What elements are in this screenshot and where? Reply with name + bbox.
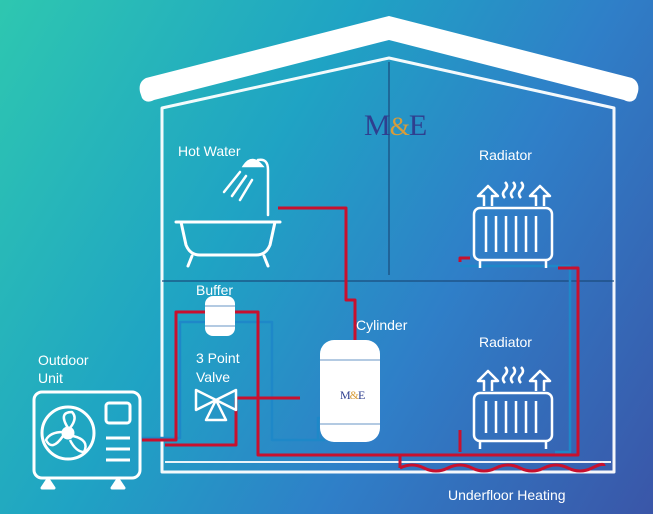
underfloor-heating-label: Underfloor Heating <box>448 487 566 503</box>
house-outline <box>160 56 616 474</box>
radiator-upper-label: Radiator <box>479 147 532 163</box>
cylinder-label: Cylinder <box>356 317 408 333</box>
underfloor-heating-loop <box>399 462 606 473</box>
shower-icon <box>222 158 270 217</box>
three-point-valve-label-line2: Valve <box>196 369 230 385</box>
buffer-label: Buffer <box>196 282 234 298</box>
cylinder-brand-logo: M&E <box>340 388 365 402</box>
radiator-lower-label: Radiator <box>479 334 532 350</box>
bathtub-icon <box>174 220 282 268</box>
brand-logo: M&E <box>364 109 427 142</box>
outdoor-unit-label-line1: Outdoor <box>38 352 89 368</box>
radiator-icon <box>472 181 554 268</box>
roof <box>139 16 639 102</box>
radiator-icon <box>472 366 554 449</box>
three-way-valve-icon <box>194 388 238 422</box>
heat-pump-outdoor-unit-icon <box>32 390 142 490</box>
cylinder-tank-icon <box>320 340 380 442</box>
three-point-valve-label-line1: 3 Point <box>196 350 240 366</box>
outdoor-unit-label-line2: Unit <box>38 370 63 386</box>
hot-water-label: Hot Water <box>178 143 241 159</box>
buffer-tank-icon <box>205 296 235 336</box>
